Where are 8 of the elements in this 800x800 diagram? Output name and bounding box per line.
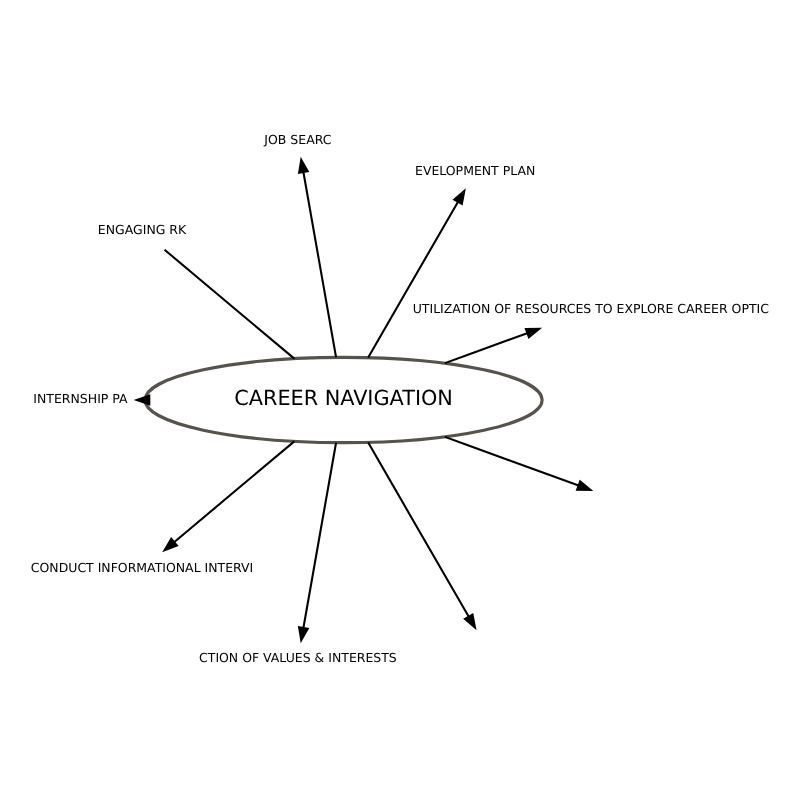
arrow (444, 435, 594, 491)
arrow (444, 327, 543, 365)
arrow (367, 188, 466, 358)
arrow (297, 442, 338, 644)
connector (163, 248, 295, 360)
arrow (367, 442, 477, 631)
arrow (297, 156, 338, 358)
arrow (162, 440, 295, 553)
